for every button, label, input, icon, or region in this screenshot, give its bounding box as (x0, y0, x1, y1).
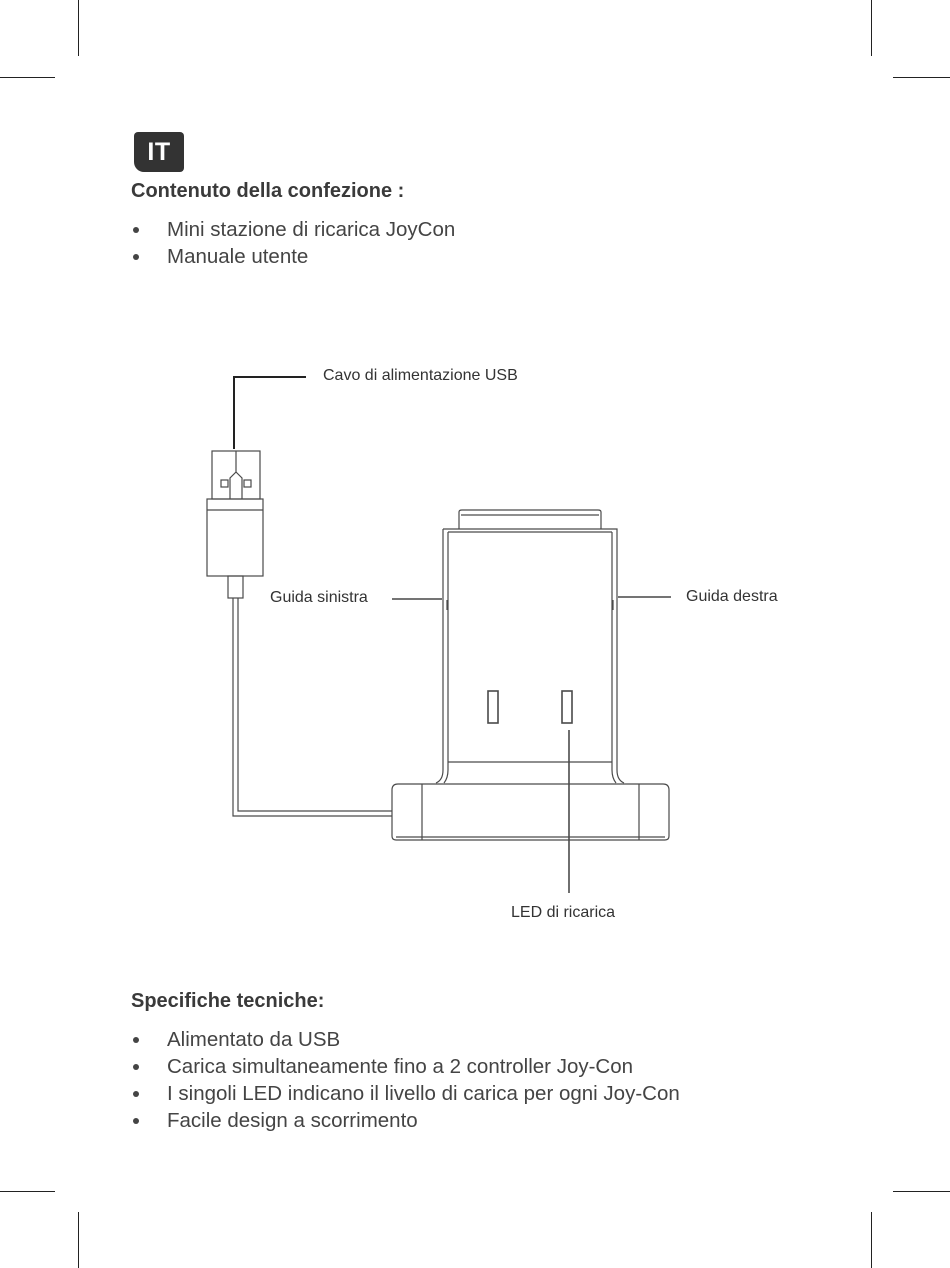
crop-mark (78, 0, 79, 56)
list-item: I singoli LED indicano il livello di car… (131, 1080, 680, 1107)
list-item: Alimentato da USB (131, 1026, 680, 1053)
list-item: Mini stazione di ricarica JoyCon (131, 216, 455, 243)
contents-heading: Contenuto della confezione : (131, 180, 405, 202)
cable-label: Cavo di alimentazione USB (323, 367, 518, 384)
led-label: LED di ricarica (511, 904, 616, 921)
list-item: Carica simultaneamente fino a 2 controll… (131, 1053, 680, 1080)
crop-mark (0, 77, 55, 78)
led-window-left (487, 690, 499, 724)
led-window-right (561, 690, 573, 724)
list-item: Facile design a scorrimento (131, 1107, 680, 1134)
crop-mark (893, 77, 950, 78)
list-item: Manuale utente (131, 243, 455, 270)
right-rail-label: Guida destra (686, 588, 778, 605)
crop-mark (871, 1212, 872, 1268)
usb-plug (206, 450, 264, 599)
specs-list: Alimentato da USB Carica simultaneamente… (131, 1026, 680, 1134)
language-badge: IT (134, 132, 184, 172)
left-rail-label: Guida sinistra (270, 589, 368, 606)
cable-callout-line (233, 376, 306, 449)
station-base (391, 783, 670, 841)
crop-mark (78, 1212, 79, 1268)
station-top-cap (458, 509, 602, 529)
usb-cable (232, 598, 392, 817)
station-body (435, 528, 625, 784)
specs-heading: Specifiche tecniche: (131, 990, 325, 1012)
crop-mark (871, 0, 872, 56)
contents-list: Mini stazione di ricarica JoyCon Manuale… (131, 216, 455, 270)
crop-mark (893, 1191, 950, 1192)
crop-mark (0, 1191, 55, 1192)
